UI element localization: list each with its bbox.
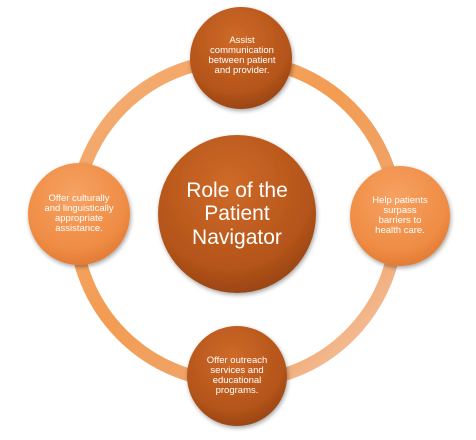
node-left-label: Offer culturally and linguistically appr… <box>44 193 114 234</box>
node-right-circle <box>350 166 450 266</box>
node-top-label: Assist communication between patient and… <box>208 35 276 76</box>
node-bottom-circle <box>187 326 287 426</box>
node-top-circle <box>190 7 292 109</box>
node-bottom-label: Offer outreach services and educational … <box>206 355 268 396</box>
node-left-circle <box>28 163 130 265</box>
center-circle <box>158 135 316 293</box>
center-label: Role of the Patient Navigator <box>186 178 288 249</box>
node-right-label: Help patients surpass barriers to health… <box>372 195 428 236</box>
